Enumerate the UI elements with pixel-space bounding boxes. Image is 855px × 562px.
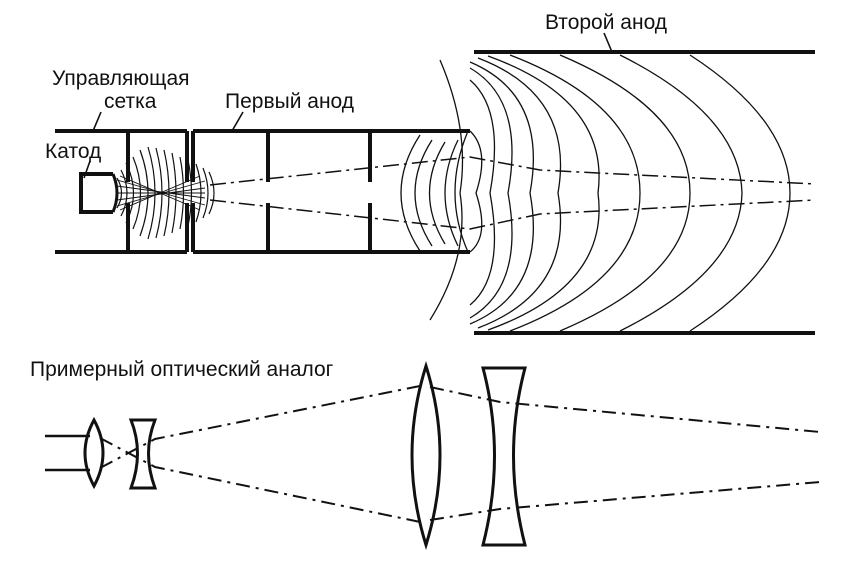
label-second-anode: Второй анод xyxy=(545,11,667,34)
control-grid xyxy=(55,129,189,254)
label-control-grid-1: Управляющая xyxy=(52,67,190,90)
second-anode xyxy=(474,50,815,335)
label-control-grid-2: сетка xyxy=(104,90,157,113)
label-cathode: Катод xyxy=(45,140,101,163)
cathode-tip xyxy=(111,173,119,213)
beam-envelope xyxy=(209,156,816,230)
cathode xyxy=(79,172,113,214)
first-anode-equipotentials xyxy=(400,130,469,253)
label-optical-analog: Примерный оптический аналог xyxy=(30,358,334,381)
label-first-anode: Первый анод xyxy=(225,90,354,113)
optical-input-rays xyxy=(45,434,90,472)
large-converging-lens xyxy=(410,360,442,551)
optical-crossover-rays xyxy=(99,384,426,524)
large-diverging-lens xyxy=(481,366,527,547)
first-anode xyxy=(191,129,470,254)
second-anode-equipotentials xyxy=(429,54,791,332)
cathode-beam-rays xyxy=(116,175,206,211)
small-diverging-lens xyxy=(128,418,158,490)
optical-output-rays xyxy=(429,386,821,521)
small-converging-lens xyxy=(83,416,105,490)
